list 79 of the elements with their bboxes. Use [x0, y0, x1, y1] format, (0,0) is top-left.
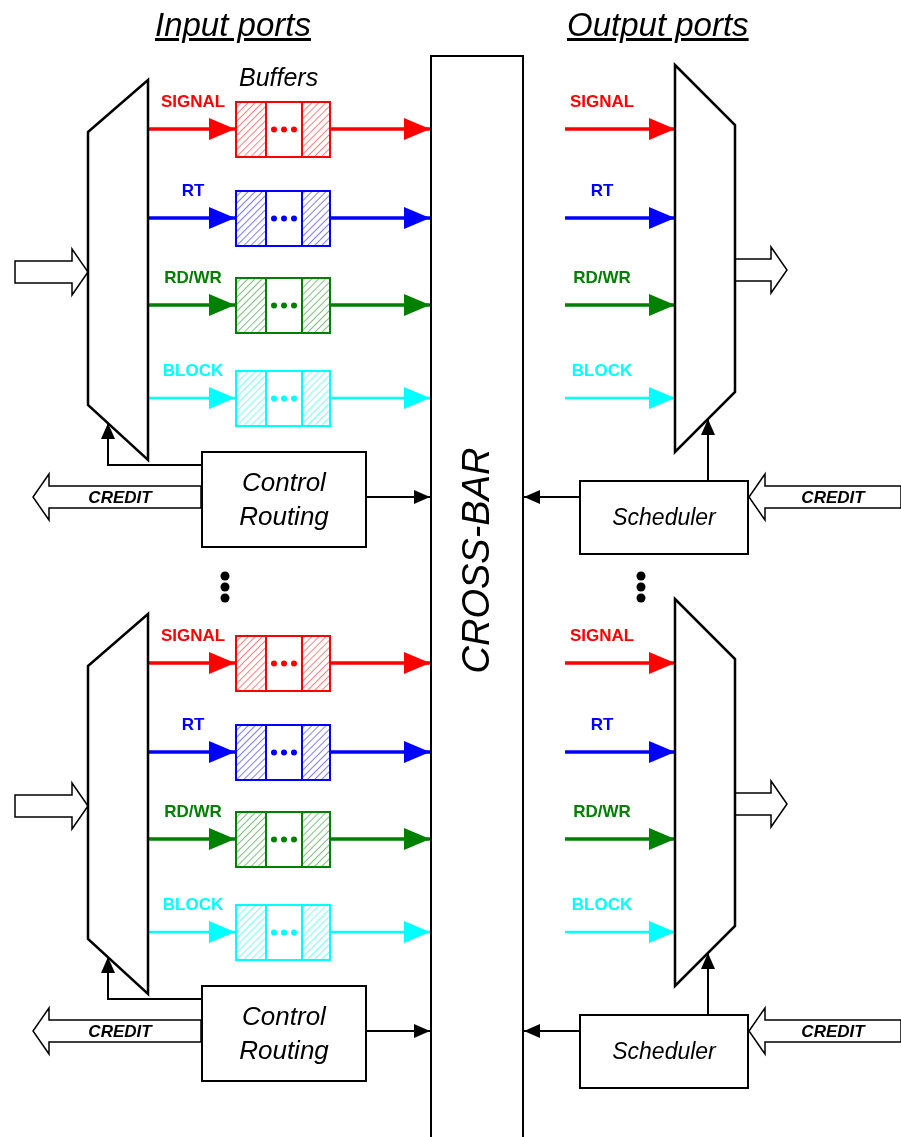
arrow	[565, 294, 675, 316]
arrow	[148, 741, 235, 763]
edge-label: CREDIT	[88, 1022, 152, 1040]
edge-label: SIGNAL	[569, 92, 635, 110]
mux-trapezoid	[675, 599, 735, 986]
arrow	[565, 118, 675, 140]
edge-label: BLOCK	[571, 361, 633, 379]
arrow	[331, 828, 430, 850]
buffer-box	[235, 811, 331, 868]
arrow	[565, 207, 675, 229]
arrow	[366, 490, 431, 504]
edge-label: RD/WR	[164, 268, 222, 286]
hollow-arrow	[14, 246, 89, 298]
buffer-box	[235, 370, 331, 427]
arrow	[148, 294, 235, 316]
arrow	[148, 387, 235, 409]
crossbar-box	[430, 55, 524, 1137]
edge-label: SIGNAL	[160, 626, 226, 644]
edge-label: CREDIT	[801, 1022, 865, 1040]
arrow	[523, 1024, 580, 1038]
buffer-box	[235, 724, 331, 781]
hollow-arrow	[734, 244, 788, 296]
buffer-box	[235, 635, 331, 692]
edge-label: CREDIT	[801, 488, 865, 506]
arrow	[565, 387, 675, 409]
edge-label: RT	[590, 181, 614, 199]
arrow	[523, 490, 580, 504]
hollow-arrow	[734, 778, 788, 830]
block-box	[579, 1014, 749, 1089]
edge-label: RT	[181, 181, 205, 199]
buffer-box	[235, 101, 331, 158]
arrow	[331, 921, 430, 943]
arrow	[565, 652, 675, 674]
buffer-box	[235, 277, 331, 334]
block-label: Control Routing	[238, 465, 330, 533]
mux-trapezoid	[88, 80, 148, 460]
edge-label: RT	[590, 715, 614, 733]
arrow	[148, 652, 235, 674]
mux-trapezoid	[675, 65, 735, 452]
edge-label: BLOCK	[571, 895, 633, 913]
arrow	[148, 921, 235, 943]
block-label: Scheduler	[611, 502, 718, 532]
edge-label: SIGNAL	[160, 92, 226, 110]
arrow	[565, 921, 675, 943]
arrow	[565, 828, 675, 850]
edge-label: RD/WR	[164, 802, 222, 820]
arrow	[331, 118, 430, 140]
block-label: Scheduler	[611, 1036, 718, 1066]
block-box	[579, 480, 749, 555]
arrow	[331, 652, 430, 674]
edge-label: BLOCK	[162, 361, 224, 379]
arrow	[331, 207, 430, 229]
section-heading: Output ports	[567, 5, 749, 45]
block-box	[201, 985, 367, 1082]
buffers-label: Buffers	[239, 62, 319, 93]
arrow	[148, 828, 235, 850]
block-label: Control Routing	[238, 999, 330, 1067]
edge-label: RD/WR	[573, 802, 631, 820]
arrow	[565, 741, 675, 763]
arrow	[331, 741, 430, 763]
crossbar-label: CROSS-BAR	[454, 447, 499, 673]
block-box	[201, 451, 367, 548]
section-heading: Input ports	[155, 5, 311, 45]
edge-label: BLOCK	[162, 895, 224, 913]
arrow	[331, 387, 430, 409]
arrow	[148, 207, 235, 229]
buffer-box	[235, 190, 331, 247]
arrow	[148, 118, 235, 140]
arrow	[331, 294, 430, 316]
edge-label: RT	[181, 715, 205, 733]
arrow	[366, 1024, 431, 1038]
hollow-arrow	[14, 780, 89, 832]
edge-label: SIGNAL	[569, 626, 635, 644]
arrow	[701, 952, 715, 1015]
mux-trapezoid	[88, 614, 148, 994]
edge-label: CREDIT	[88, 488, 152, 506]
buffer-box	[235, 904, 331, 961]
arrow	[701, 418, 715, 481]
edge-label: RD/WR	[573, 268, 631, 286]
